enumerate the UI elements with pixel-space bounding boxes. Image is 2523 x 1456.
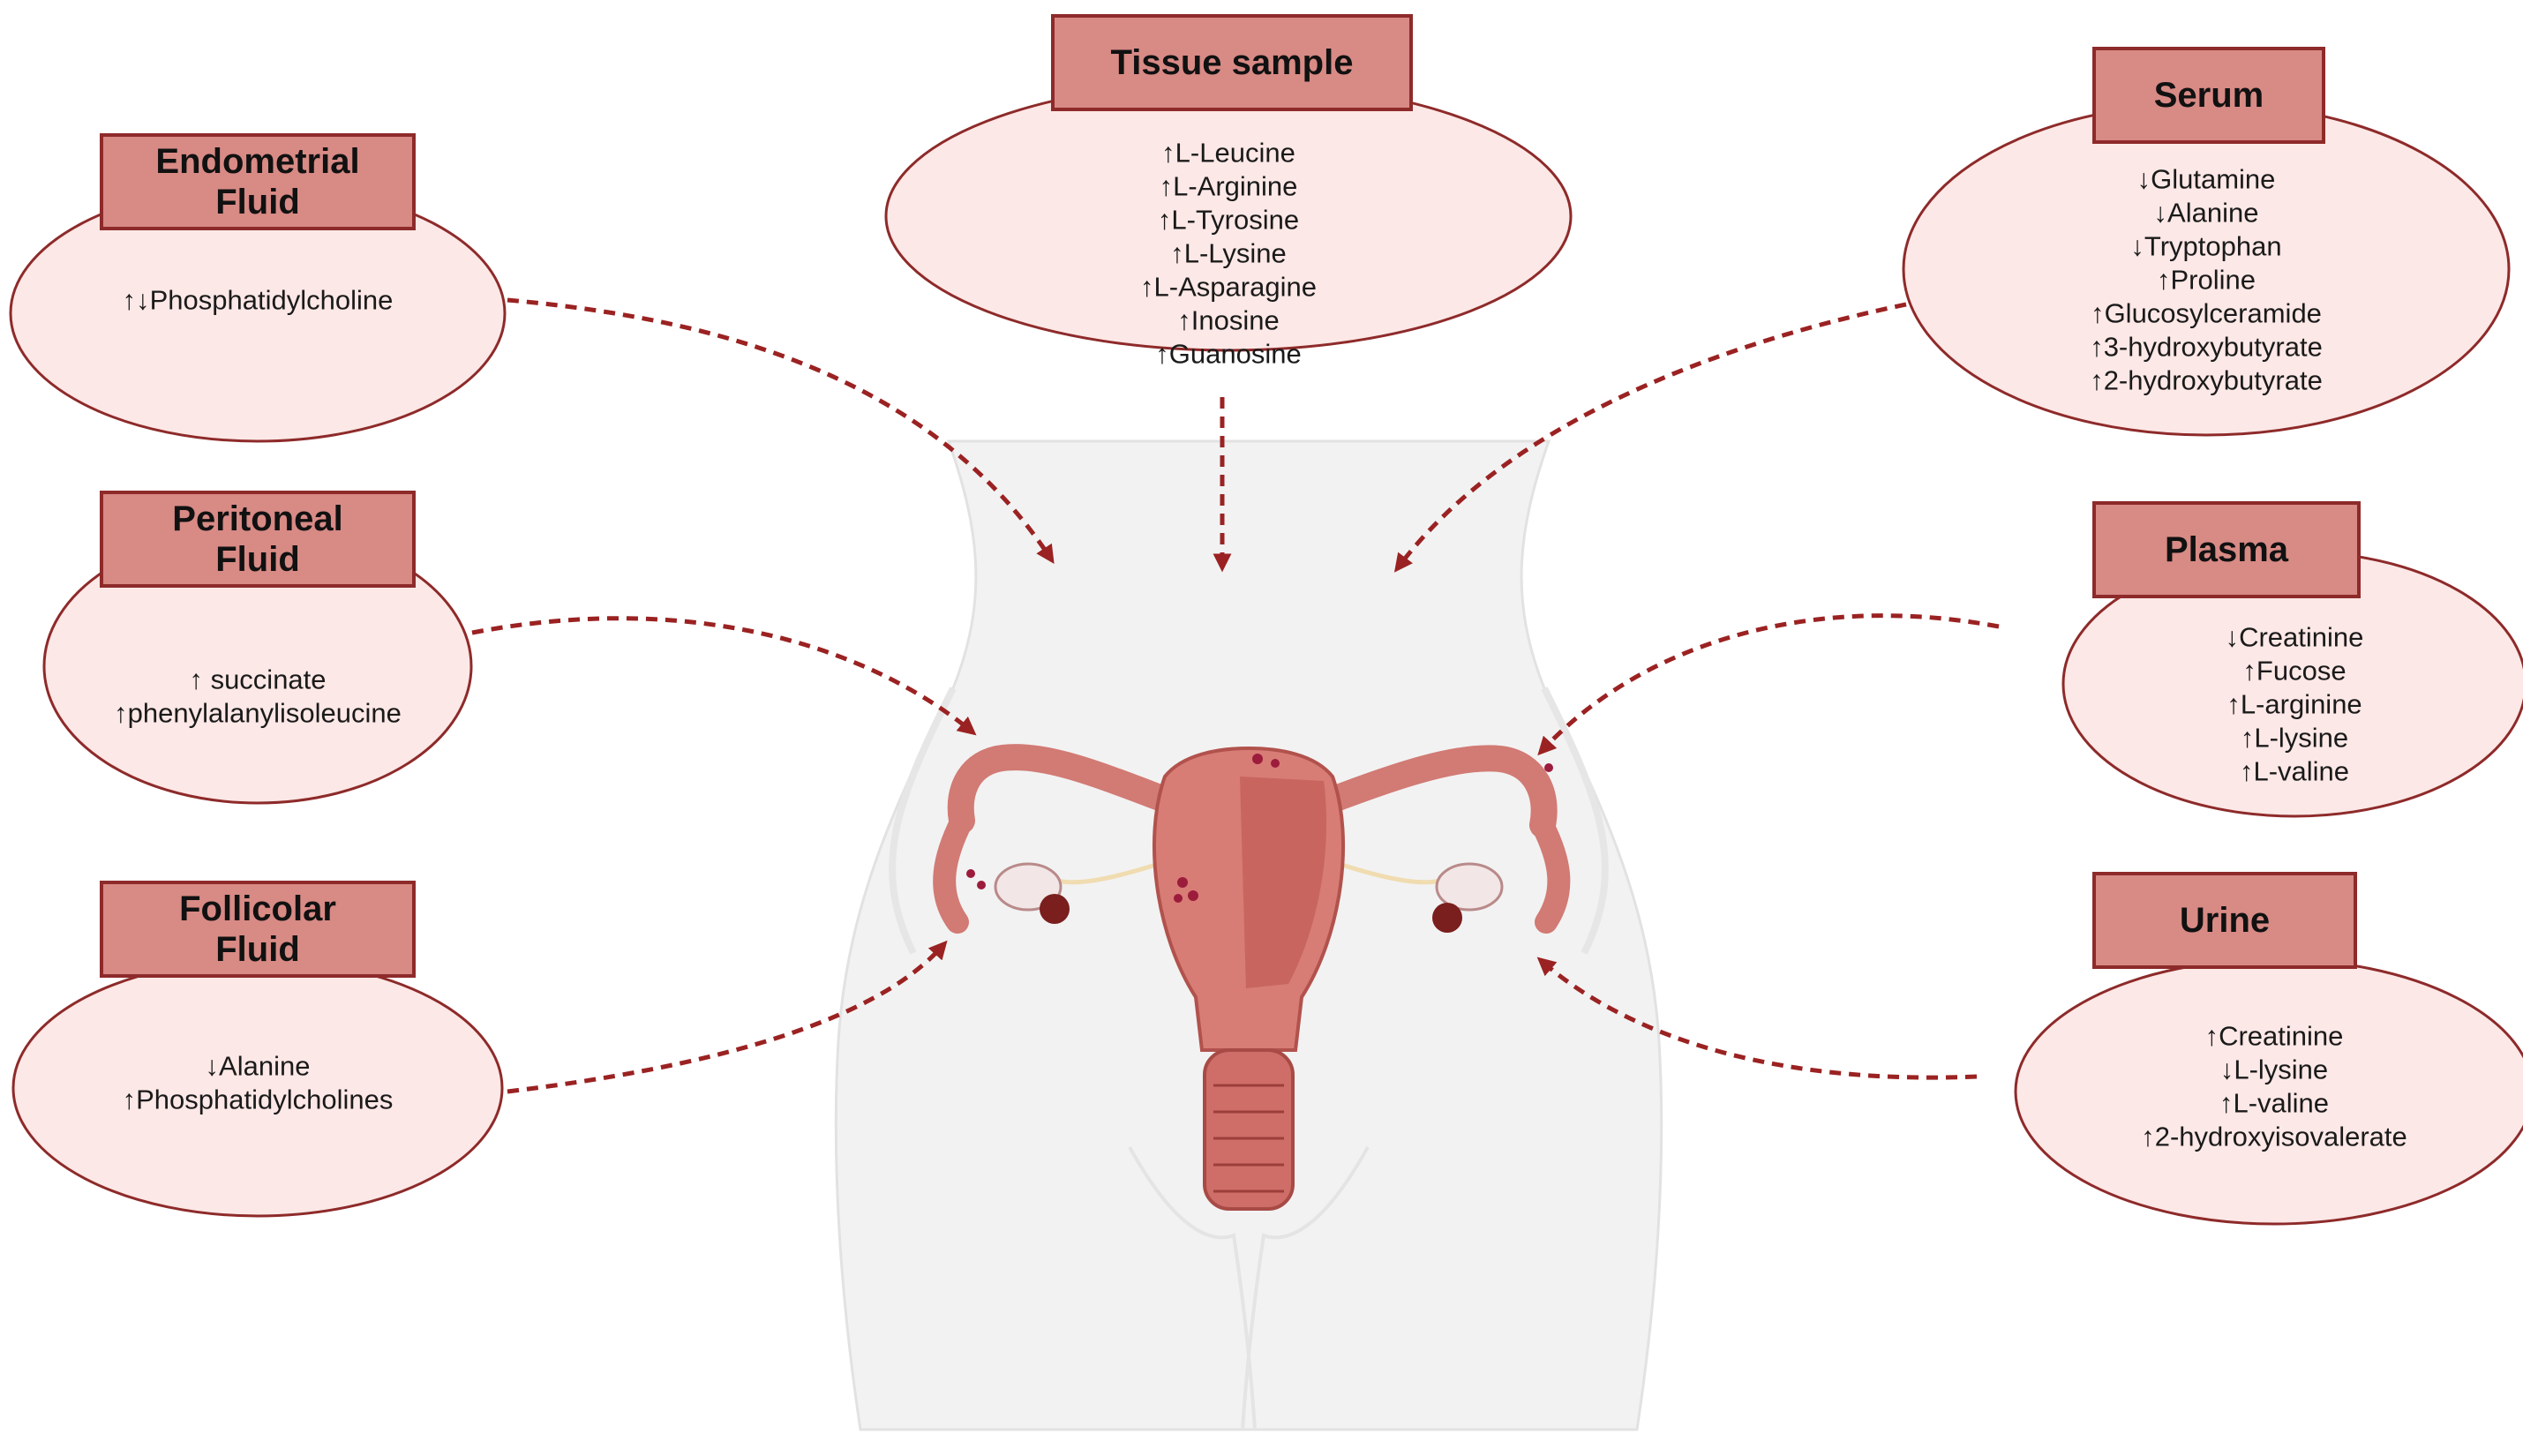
- serum-label: Serum: [2154, 76, 2264, 115]
- source-plasma: Plasma ↓Creatinine↑Fucose↑L-arginine↑L-ly…: [2061, 501, 2523, 818]
- endometrial-label-box: [100, 133, 416, 230]
- endometrial-label: Fluid: [215, 183, 300, 221]
- uterus-illustration: [933, 744, 1571, 1211]
- serum-metabolite: ↓Tryptophan: [2130, 231, 2281, 262]
- arrow-urine: [1536, 957, 1978, 1080]
- serum-metabolite: ↑3-hydroxybutyrate: [2090, 332, 2323, 363]
- plasma-metabolite: ↑L-arginine: [2226, 689, 2362, 720]
- arrow-plasma: [1537, 613, 2000, 756]
- plasma-label-box: [2092, 501, 2361, 598]
- tissue-metabolite: ↑Inosine: [1177, 305, 1279, 336]
- tissue-metabolite: ↑L-Leucine: [1161, 138, 1295, 169]
- urine-label: Urine: [2180, 901, 2270, 940]
- urine-label-box: [2092, 872, 2357, 969]
- serum-label-box: [2092, 47, 2325, 144]
- plasma-metabolite: ↑L-lysine: [2241, 723, 2348, 754]
- urine-metabolite: ↓L-lysine: [2220, 1054, 2328, 1085]
- urine-metabolite: ↑L-valine: [2219, 1088, 2329, 1119]
- plasma-metabolite: ↑Fucose: [2242, 656, 2346, 687]
- arrow-peritoneal: [471, 616, 977, 736]
- tissue-metabolite: ↑L-Arginine: [1160, 171, 1298, 202]
- urine-metabolite: ↑2-hydroxyisovalerate: [2141, 1122, 2407, 1152]
- follicular-metabolite: ↓Alanine: [206, 1051, 311, 1082]
- tissue-metabolite: ↑L-Asparagine: [1140, 272, 1317, 303]
- follicular-label: Follicolar: [179, 889, 336, 928]
- arrow-follicular: [507, 940, 948, 1094]
- urine-metabolite: ↑Creatinine: [2205, 1021, 2344, 1052]
- follicular-label: Fluid: [215, 930, 300, 969]
- arrow-endometrial: [507, 297, 1055, 565]
- peritoneal-label-box: [100, 491, 416, 588]
- follicular-metabolite: ↑Phosphatidylcholines: [123, 1084, 394, 1115]
- tissue-label: Tissue sample: [1111, 43, 1354, 82]
- tissue-metabolite: ↑Guanosine: [1155, 339, 1301, 370]
- arrows: [471, 297, 2000, 1094]
- tissue-metabolite: ↑L-Lysine: [1170, 238, 1287, 269]
- peritoneal-label: Fluid: [215, 540, 300, 579]
- serum-metabolite: ↓Glutamine: [2137, 164, 2276, 195]
- endometrial-metabolite: ↑↓Phosphatidylcholine: [123, 285, 394, 316]
- plasma-label: Plasma: [2165, 530, 2289, 569]
- plasma-metabolite: ↑L-valine: [2240, 756, 2349, 787]
- arrow-serum: [1393, 302, 1907, 573]
- source-serum: Serum ↓Glutamine↓Alanine↓Tryptophan↑Proli…: [1902, 47, 2511, 437]
- serum-metabolite: ↑2-hydroxybutyrate: [2090, 365, 2323, 396]
- peritoneal-label: Peritoneal: [172, 499, 342, 538]
- serum-metabolite: ↓Alanine: [2154, 198, 2259, 229]
- tissue-metabolite: ↑L-Tyrosine: [1158, 205, 1299, 236]
- endometrial-label: Endometrial: [155, 142, 359, 181]
- serum-metabolite: ↑Glucosylceramide: [2091, 298, 2322, 329]
- peritoneal-metabolite: ↑phenylalanylisoleucine: [114, 698, 402, 729]
- serum-metabolite: ↑Proline: [2157, 265, 2256, 296]
- tissue-label-box: [1051, 14, 1413, 111]
- follicular-label-box: [100, 881, 416, 978]
- peritoneal-metabolite: ↑ succinate: [189, 664, 326, 695]
- source-tissue: Tissue sample ↑L-Leucine↑L-Arginine↑L-Tyr…: [884, 14, 1573, 370]
- source-urine: Urine ↑Creatinine↓L-lysine↑L-valine↑2-hyd…: [2014, 872, 2523, 1226]
- metabolite-sources: EndometrialFluid↑↓PhosphatidylcholinePer…: [9, 14, 2523, 1226]
- plasma-metabolite: ↓Creatinine: [2226, 622, 2364, 653]
